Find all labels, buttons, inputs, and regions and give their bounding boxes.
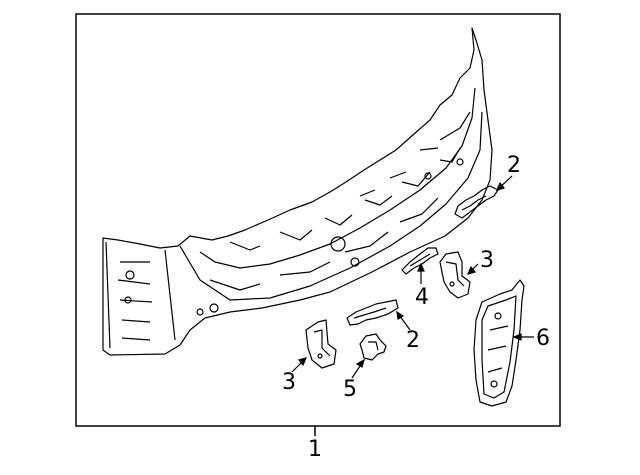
clip-bracket-part (359, 333, 387, 361)
callout-3-right: 3 (480, 248, 494, 273)
small-bracket-part (401, 247, 439, 275)
callout-1: 1 (308, 437, 322, 462)
left-gusset-part (305, 319, 337, 369)
callout-5: 5 (343, 377, 357, 402)
leader-lines (291, 175, 534, 379)
upper-bracket-part (454, 185, 499, 219)
callout-2-upper: 2 (507, 153, 521, 178)
diagram-frame (75, 13, 561, 427)
rear-panel-assembly (102, 27, 493, 356)
lower-bracket-part (346, 299, 399, 326)
end-panel-part (473, 279, 525, 407)
callout-3-left: 3 (282, 370, 296, 395)
callout-6: 6 (536, 326, 550, 351)
callout-2-lower: 2 (406, 328, 420, 353)
callout-4: 4 (415, 285, 429, 310)
right-gusset-part (439, 251, 471, 299)
